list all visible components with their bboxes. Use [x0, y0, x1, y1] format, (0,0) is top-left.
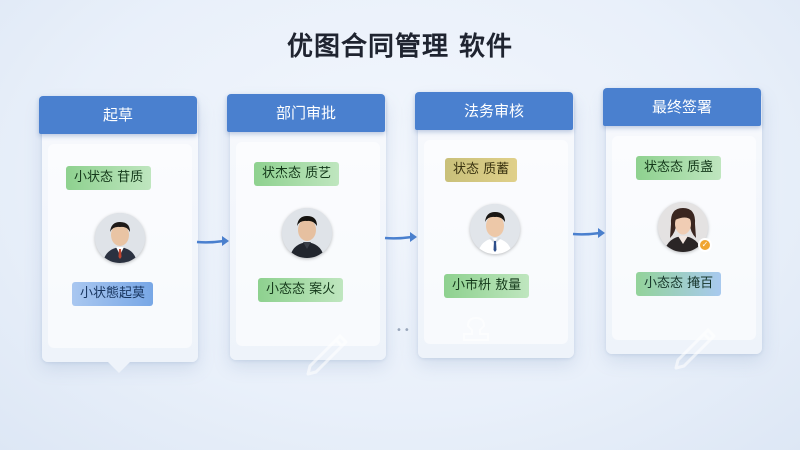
- card-pointer: [106, 360, 132, 373]
- right-arrow-icon: [384, 232, 417, 242]
- right-arrow-icon: [572, 228, 605, 238]
- stage-card-draft[interactable]: 起草 小状态 苷质 小状態起莫: [39, 96, 198, 362]
- avatar-icon: [658, 202, 708, 252]
- name-tag: 小态态 掩百: [636, 272, 722, 296]
- name-tag: 小态态 案火: [258, 278, 344, 302]
- carousel-dots: ••: [396, 325, 412, 336]
- check-badge-icon: ✓: [698, 238, 712, 252]
- status-tag: 小状态 苷质: [66, 166, 152, 190]
- stage-header-legal-review: 法务审核: [415, 92, 573, 130]
- avatar-icon: [470, 204, 520, 254]
- stage-header-final-sign: 最终签署: [603, 88, 761, 126]
- stage-card-dept-approval[interactable]: 部门审批 状杰态 质艺 小态态 案火: [227, 94, 386, 360]
- pen-icon: [674, 328, 716, 370]
- status-tag: 状态态 质盏: [636, 156, 722, 180]
- stamp-icon: [463, 316, 489, 341]
- stage-header-dept-approval: 部门审批: [227, 94, 385, 132]
- status-tag: 状杰态 质艺: [254, 162, 340, 186]
- right-arrow-icon: [196, 236, 229, 246]
- avatar-icon: [95, 213, 145, 263]
- pen-icon: [306, 334, 348, 376]
- name-tag: 小状態起莫: [72, 282, 154, 306]
- stage-card-legal-review[interactable]: 法务审核 状态 质蓄 小市枡 敖量: [415, 92, 574, 358]
- avatar-icon: [282, 208, 332, 258]
- status-tag: 状态 质蓄: [445, 158, 518, 182]
- page-title: 优图合同管理 软件: [286, 32, 514, 62]
- stage-card-final-sign[interactable]: 最终签署 状态态 质盏 ✓ 小态态 掩百: [603, 88, 762, 354]
- stage-header-draft: 起草: [39, 96, 197, 134]
- name-tag: 小市枡 敖量: [444, 274, 530, 298]
